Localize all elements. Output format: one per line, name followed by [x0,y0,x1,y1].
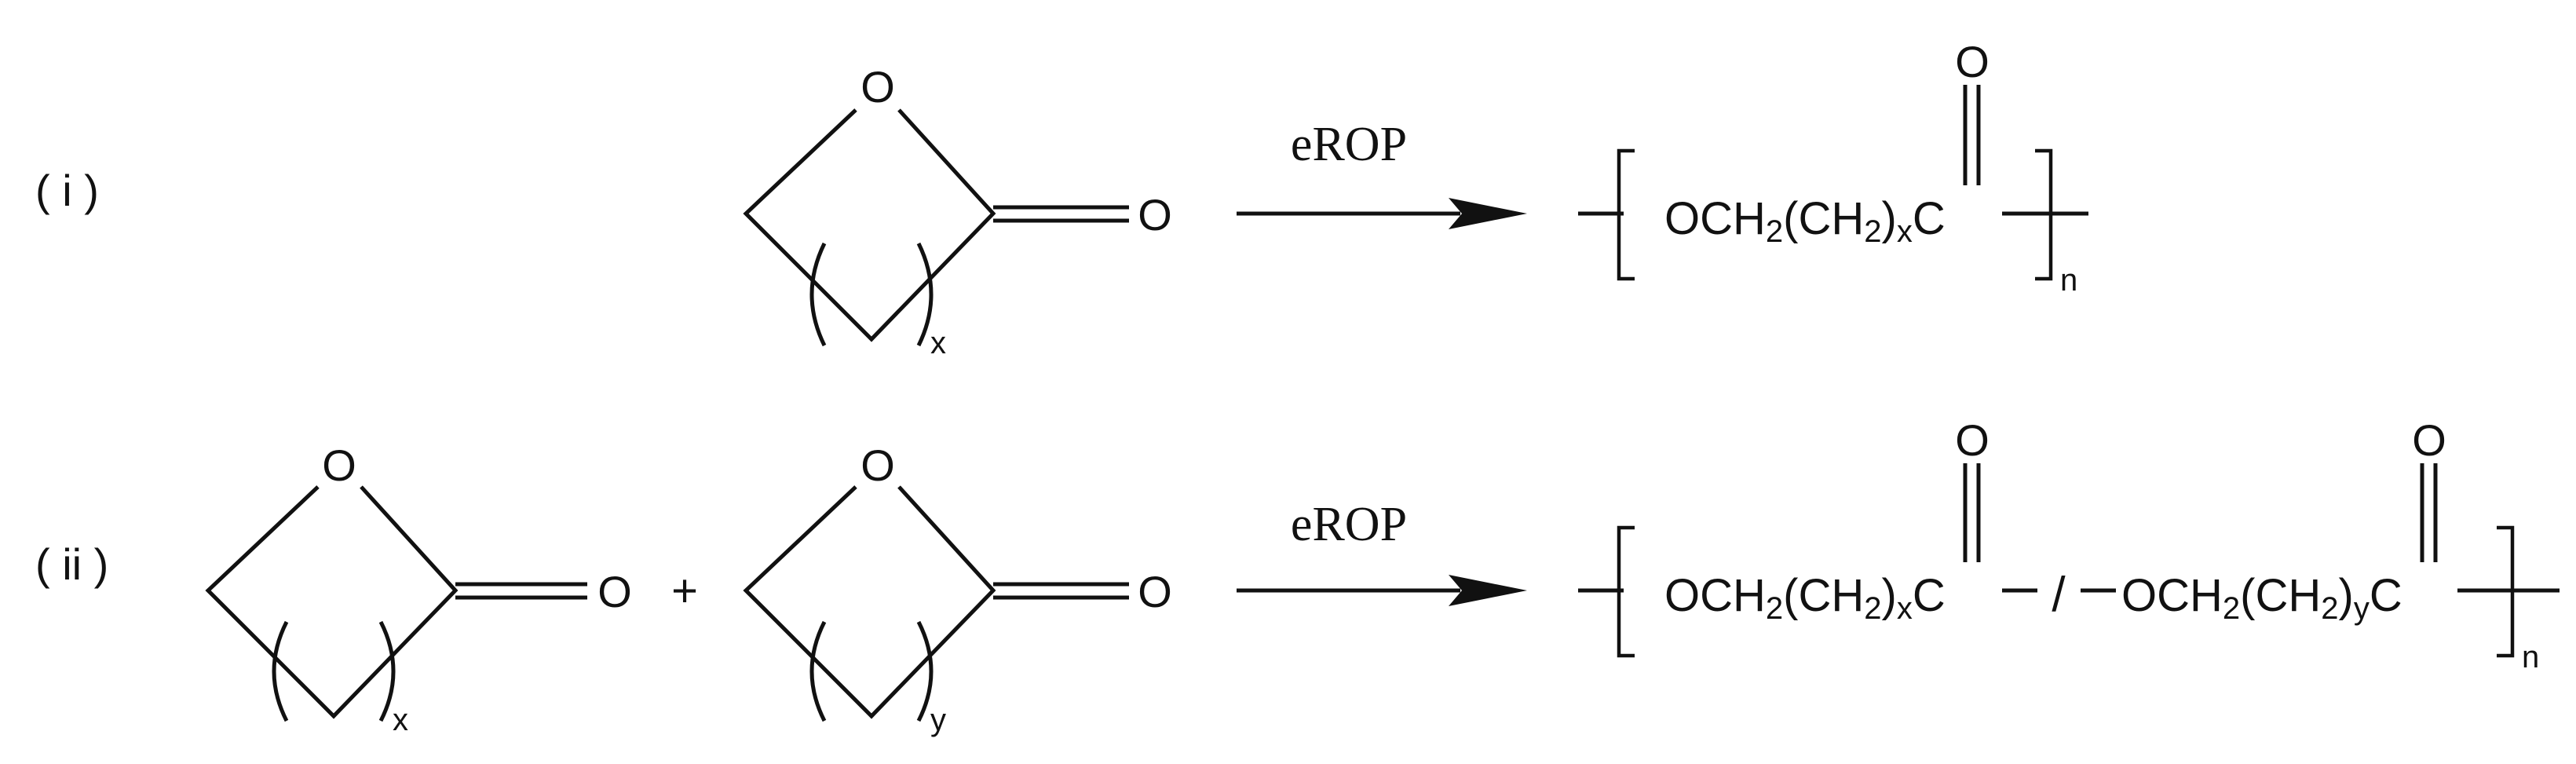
carbonyl-oxygen-label: O [1138,190,1172,239]
reaction-arrow-ii: eROP [1237,498,1527,606]
repeat-unit-formula: OCH2(CH2)xC [1664,193,1946,249]
random-copolymer-separator: / [2052,568,2066,622]
ring-oxygen-label: O [322,440,356,490]
reaction-arrow-i: eROP [1237,118,1527,229]
lactone-monomer-y: O O y [743,440,1172,737]
copolymer-product-ii: OCH2(CH2)xC O / OCH2(CH2)yC O n [1578,415,2560,674]
carbonyl-oxygen-label: O [597,567,632,616]
polymer-product-i: OCH2(CH2)xC O n [1578,37,2088,298]
repeat-unit-formula-y: OCH2(CH2)yC [2121,570,2402,626]
lactone-monomer-x: O O x [205,440,632,737]
plus-sign: + [671,565,698,616]
repeat-unit-formula-x: OCH2(CH2)xC [1664,570,1946,626]
lactone-monomer-x: O O x [743,62,1172,360]
ring-oxygen-label: O [860,440,895,490]
row-label-ii: ( ii ) [35,539,108,589]
arrow-label-erop: eROP [1291,498,1407,551]
degree-of-polymerization: n [2522,640,2539,674]
product-carbonyl-oxygen-x: O [1955,415,1990,465]
product-carbonyl-oxygen-y: O [2412,415,2446,465]
arrow-label-erop: eROP [1291,118,1407,171]
reaction-row-i: ( i ) O O x eROP OCH2(CH2)xC O [35,37,2088,360]
ring-oxygen-label: O [860,62,895,111]
repeat-subscript: y [930,703,946,737]
repeat-subscript: x [930,326,946,360]
carbonyl-oxygen-label: O [1138,567,1172,616]
degree-of-polymerization: n [2060,263,2077,298]
product-carbonyl-oxygen: O [1955,37,1990,86]
row-label-i: ( i ) [35,166,99,215]
repeat-subscript: x [393,703,408,737]
reaction-row-ii: ( ii ) O O x + O O y eROP [35,415,2560,737]
